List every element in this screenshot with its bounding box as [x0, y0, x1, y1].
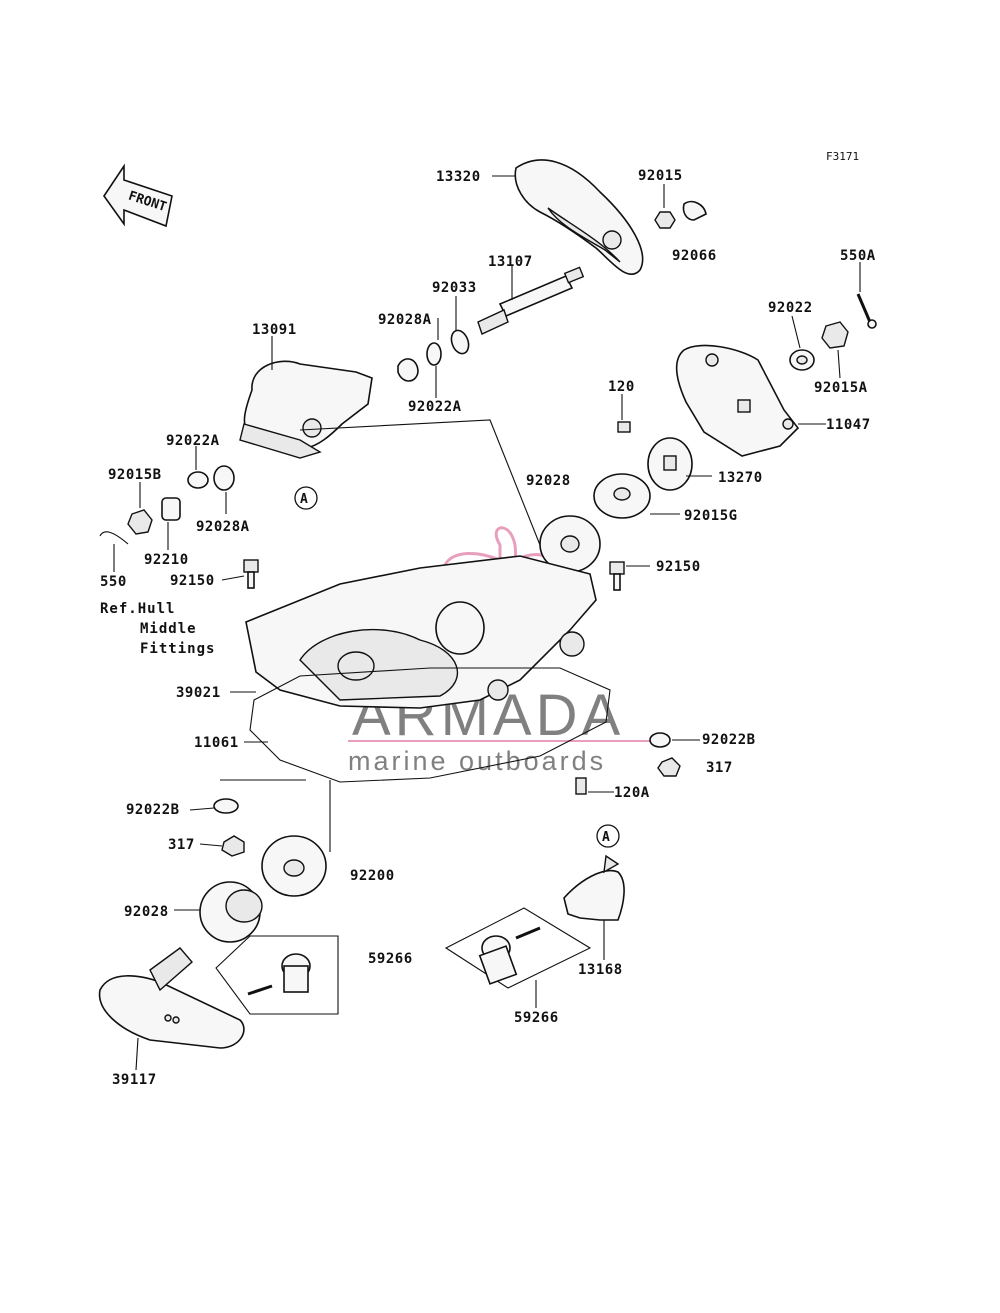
reference-note-line-2: Middle [140, 621, 197, 637]
svg-text:A: A [602, 830, 610, 845]
reference-note: Ref.Hull Middle Fittings [100, 601, 215, 657]
part-120-bolt [617, 421, 631, 433]
label-92200: 92200 [350, 868, 395, 884]
label-92015: 92015 [638, 168, 683, 184]
label-92028-bottom: 92028 [124, 904, 169, 920]
reference-note-line-1: Ref.Hull [100, 601, 175, 617]
label-92022B-left: 92022B [126, 802, 180, 818]
label-120: 120 [608, 379, 635, 395]
label-92210: 92210 [144, 552, 189, 568]
label-92022A-left: 92022A [166, 433, 220, 449]
label-92022: 92022 [768, 300, 813, 316]
label-92028-top: 92028 [526, 473, 571, 489]
part-317-left-nut [221, 835, 245, 857]
marker-a-top: A [294, 486, 318, 510]
part-11047-plate [675, 344, 800, 457]
part-59266-left-box [215, 935, 339, 1015]
svg-text:A: A [300, 492, 308, 507]
part-120A-bolt [575, 777, 587, 795]
label-59266-bottom: 59266 [514, 1010, 559, 1026]
watermark-subtitle: marine outboards [348, 746, 606, 776]
label-59266-top: 59266 [368, 951, 413, 967]
label-92150-right: 92150 [656, 559, 701, 575]
part-92028A-left-bush [213, 465, 235, 491]
label-39021: 39021 [176, 685, 221, 701]
part-92022A-washer [397, 358, 419, 382]
part-92028A-bush [426, 342, 442, 366]
part-11061-gasket [249, 667, 611, 783]
part-13168-bracket [563, 854, 625, 921]
label-13091: 13091 [252, 322, 297, 338]
label-92033: 92033 [432, 280, 477, 296]
label-317-left: 317 [168, 837, 195, 853]
label-550: 550 [100, 574, 127, 590]
label-13270: 13270 [718, 470, 763, 486]
label-11047: 11047 [826, 417, 871, 433]
label-92028A-top: 92028A [378, 312, 432, 328]
part-92022B-right-washer [649, 732, 671, 748]
part-92200-washer [261, 835, 327, 897]
part-317-right-nut [657, 757, 681, 777]
label-39117: 39117 [112, 1072, 157, 1088]
label-92015G: 92015G [684, 508, 738, 524]
marker-a-bottom: A [596, 824, 620, 848]
part-92150-left-bolt [243, 559, 259, 589]
label-92028A-left: 92028A [196, 519, 250, 535]
label-317-right: 317 [706, 760, 733, 776]
label-120A: 120A [614, 785, 650, 801]
label-92066: 92066 [672, 248, 717, 264]
part-13320-cover [514, 159, 644, 276]
reference-note-line-3: Fittings [140, 641, 215, 657]
label-92015B: 92015B [108, 467, 162, 483]
figure-code: F3171 [826, 150, 859, 163]
part-92022B-left-washer [213, 798, 239, 814]
part-labels: 13320 92015 92066 550A 13107 92033 92028… [100, 168, 876, 1088]
label-92022B-right: 92022B [702, 732, 756, 748]
front-arrow-icon: FRONT [103, 163, 173, 228]
label-92022A-top: 92022A [408, 399, 462, 415]
label-13168: 13168 [578, 962, 623, 978]
label-13107: 13107 [488, 254, 533, 270]
part-92028-bottom-spacer [199, 881, 263, 943]
label-92150-left: 92150 [170, 573, 215, 589]
label-11061: 11061 [194, 735, 239, 751]
part-92015G-disc [593, 473, 651, 519]
part-39021-mount [245, 555, 597, 709]
part-550A-pin [856, 293, 877, 329]
part-13091-housing [239, 360, 373, 459]
label-13320: 13320 [436, 169, 481, 185]
part-92015A-nut [821, 321, 849, 349]
part-92022A-left-washer [187, 471, 209, 489]
part-92210-spring [161, 497, 181, 521]
part-92015B-nut [127, 509, 153, 535]
label-92015A: 92015A [814, 380, 868, 396]
part-92015-nut [654, 200, 707, 229]
part-92150-right-bolt [609, 561, 625, 591]
label-550A: 550A [840, 248, 876, 264]
part-92033-clip [450, 329, 470, 355]
part-550-pin [99, 531, 129, 545]
leader-lines [113, 175, 861, 1071]
part-92022-washer [789, 349, 815, 371]
part-59266-right-box [444, 907, 592, 989]
part-13107-shaft [477, 266, 585, 335]
part-13270-disc [647, 437, 693, 491]
part-39117-arm [98, 947, 245, 1049]
